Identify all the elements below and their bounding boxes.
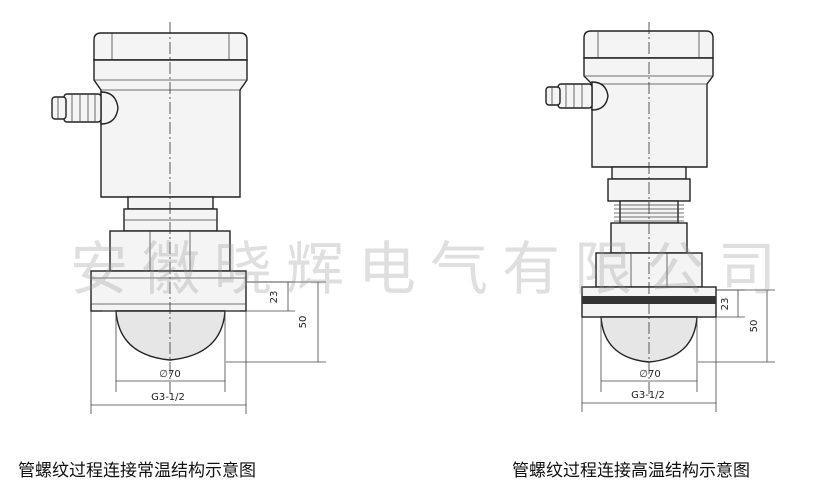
left-housing-cover — [93, 32, 248, 61]
left-dim-50-text: 50 — [298, 316, 309, 329]
left-housing-body — [93, 59, 248, 198]
left-caption: 管螺纹过程连接常温结构示意图 — [18, 461, 256, 481]
left-neck — [127, 196, 214, 210]
left-dim-diameter: ∅70 — [115, 311, 226, 392]
left-structure-diagram: 23 50 ∅70 G3-1/2 — [51, 22, 326, 414]
left-dim-thread-text: G3-1/2 — [151, 392, 185, 403]
left-thread-block — [90, 270, 247, 312]
left-dome-antenna — [115, 310, 226, 361]
left-dim-50: 50 — [226, 281, 326, 363]
left-dim-thread: G3-1/2 — [90, 311, 247, 414]
left-dim-diameter-text: ∅70 — [159, 369, 180, 380]
right-housing-cover — [583, 30, 714, 59]
right-housing-body — [583, 57, 714, 168]
right-dim-diameter: ∅70 — [600, 317, 698, 392]
right-dim-diameter-text: ∅70 — [639, 369, 660, 380]
right-caption: 管螺纹过程连接高温结构示意图 — [512, 461, 750, 481]
right-dim-thread-text: G3-1/2 — [631, 390, 665, 401]
right-dome-antenna — [600, 316, 698, 363]
left-dim-23: 23 — [246, 281, 295, 312]
right-dim-50: 50 — [698, 289, 775, 363]
left-dim-23-text: 23 — [269, 291, 280, 304]
right-cable-gland — [545, 81, 609, 111]
right-structure-diagram: 23 50 ∅70 G3-1/2 — [545, 22, 775, 412]
right-dim-50-text: 50 — [749, 320, 760, 333]
left-cable-gland — [51, 91, 119, 125]
right-dim-23-text: 23 — [720, 298, 731, 311]
right-dim-thread: G3-1/2 — [581, 317, 717, 412]
right-dim-23: 23 — [716, 289, 745, 318]
